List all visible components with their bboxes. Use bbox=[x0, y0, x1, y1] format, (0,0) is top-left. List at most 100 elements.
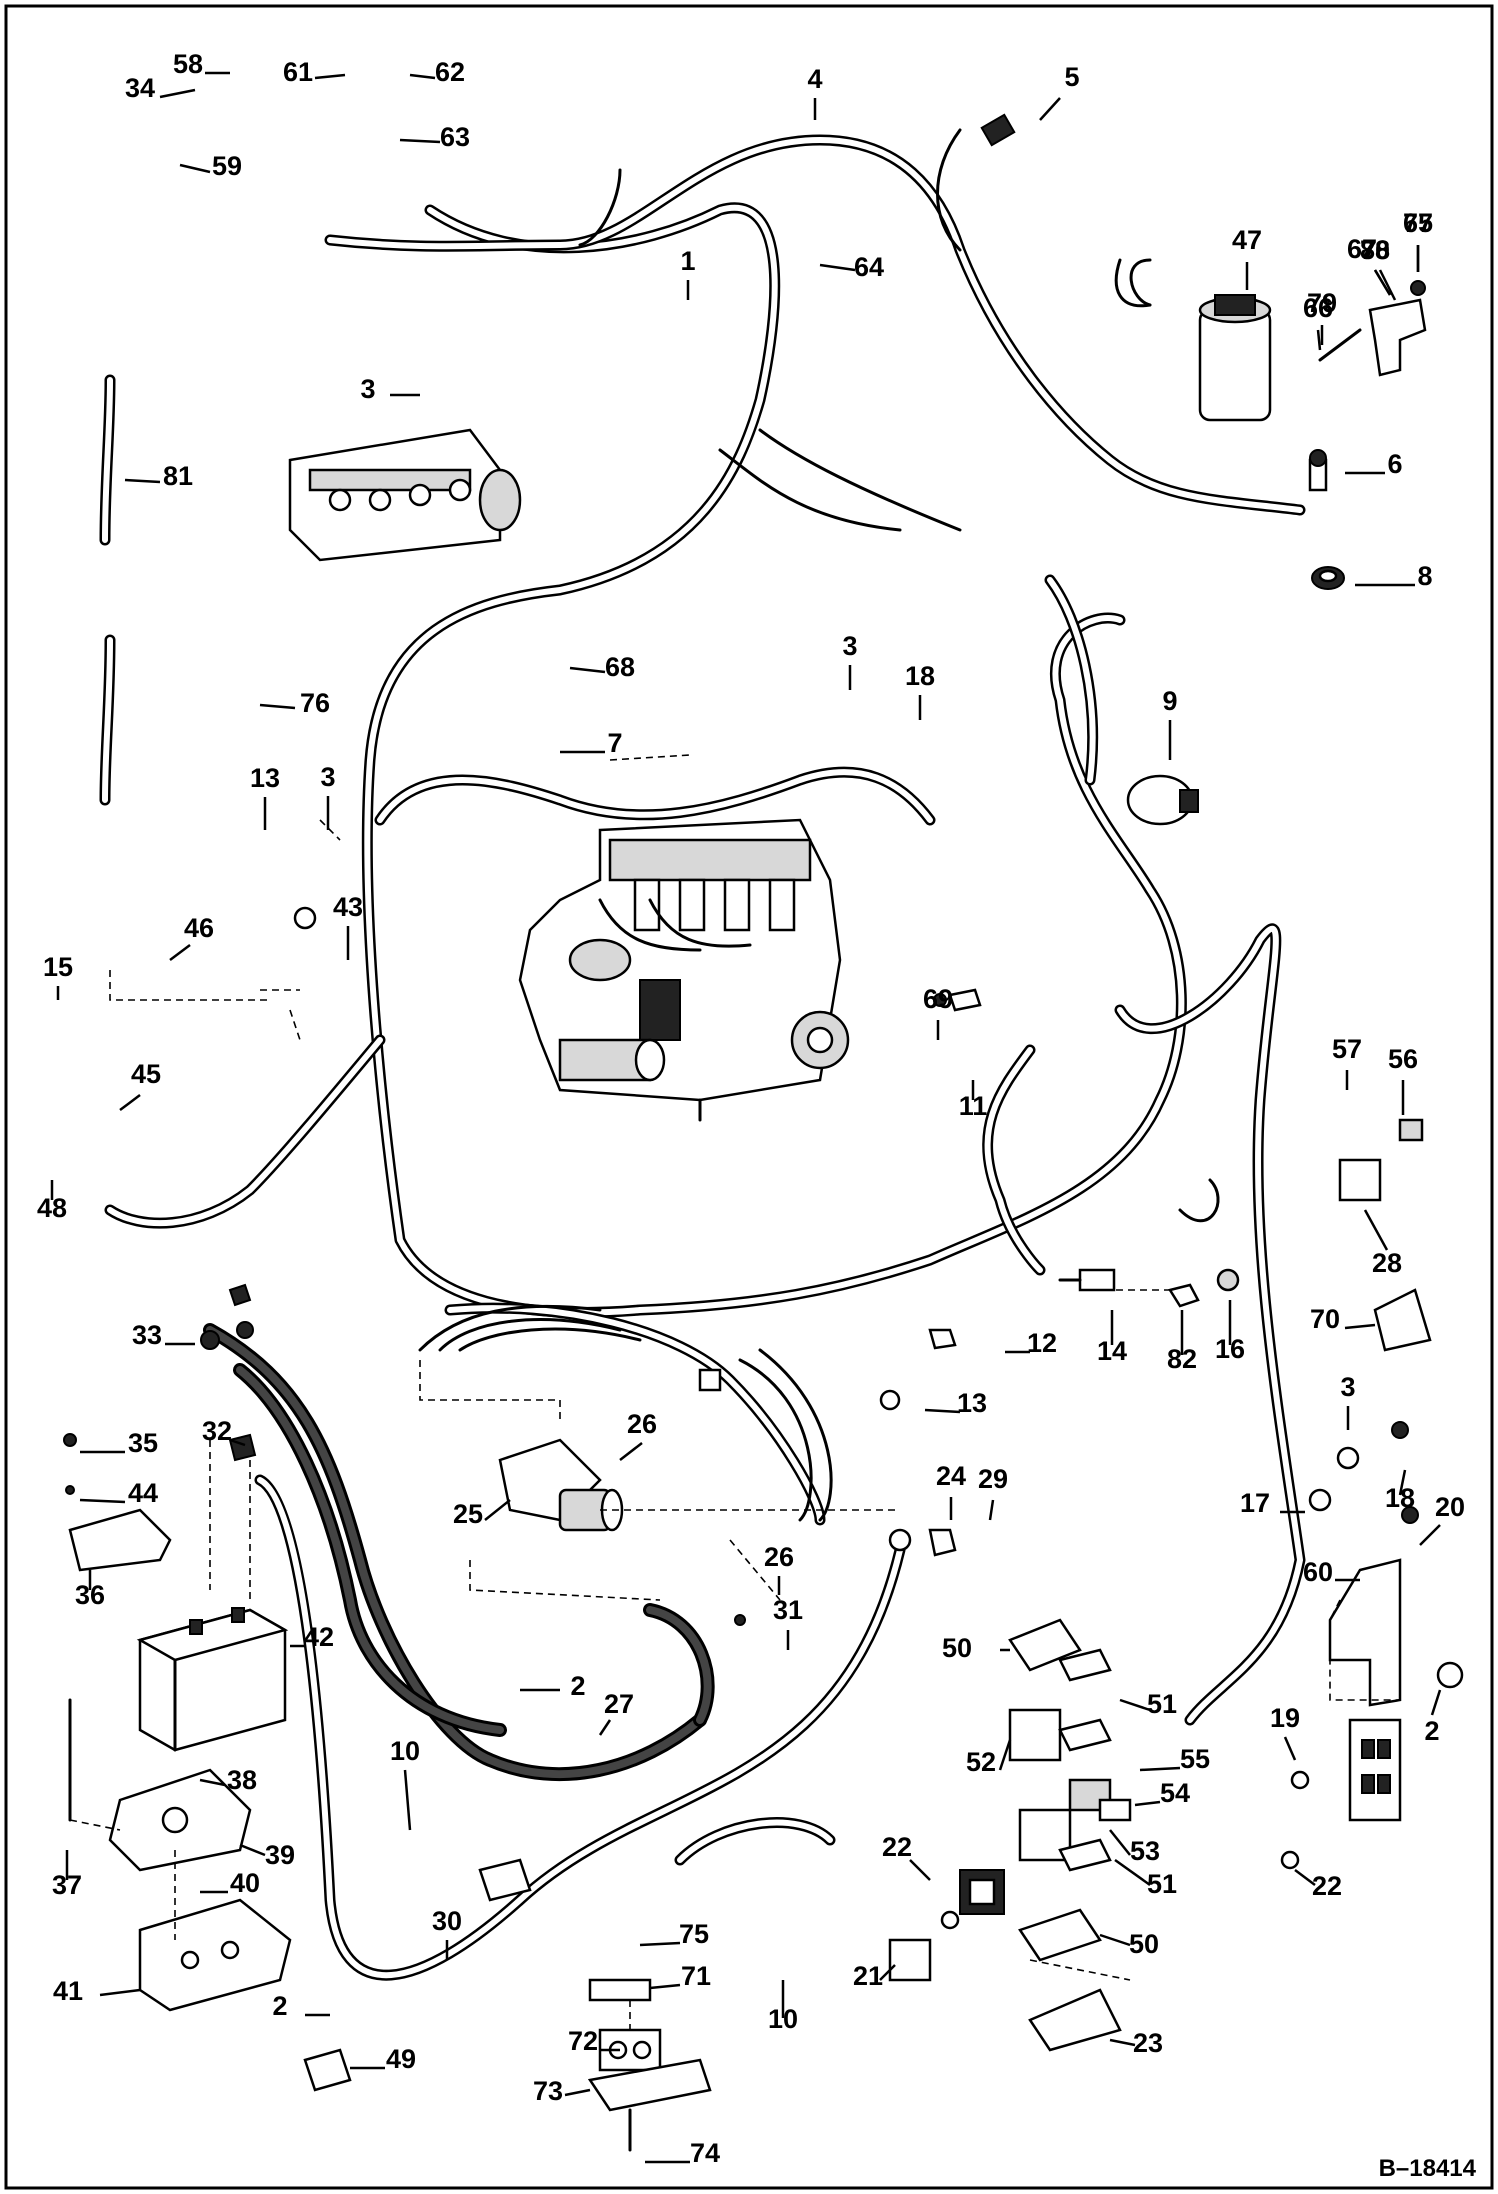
callout-label: 23 bbox=[1133, 2028, 1163, 2058]
callout-label: 76 bbox=[300, 688, 330, 718]
leader-line bbox=[1363, 1209, 1389, 1251]
callout-label: 22 bbox=[1312, 1871, 1342, 1901]
callout-label: 52 bbox=[966, 1747, 996, 1777]
leader-line bbox=[988, 1499, 995, 1521]
callout-50: 50 bbox=[1099, 1929, 1159, 1959]
callout-label: 43 bbox=[333, 892, 363, 922]
callout-52: 52 bbox=[966, 1739, 1012, 1777]
callout-58: 58 bbox=[173, 49, 230, 79]
callout-60: 60 bbox=[1303, 1557, 1360, 1587]
callout-2: 2 bbox=[520, 1671, 586, 1701]
leader-line bbox=[159, 88, 196, 99]
leader-line bbox=[909, 1859, 931, 1881]
callout-44: 44 bbox=[79, 1478, 158, 1508]
hydraulic-valve bbox=[288, 428, 522, 562]
callout-82: 82 bbox=[1167, 1310, 1197, 1374]
callout-59: 59 bbox=[179, 151, 242, 181]
callout-10: 10 bbox=[390, 1736, 420, 1831]
solenoid-9 bbox=[1126, 774, 1199, 826]
battery-tray-39 bbox=[108, 1768, 252, 1872]
sensor-5 bbox=[980, 113, 1016, 147]
callout-label: 50 bbox=[1129, 1929, 1159, 1959]
leader-line bbox=[564, 2088, 591, 2097]
callout-26: 26 bbox=[619, 1409, 657, 1461]
callout-81: 81 bbox=[124, 461, 193, 491]
callout-25: 25 bbox=[453, 1499, 511, 1529]
callout-label: 46 bbox=[184, 913, 214, 943]
callout-12: 12 bbox=[1005, 1328, 1057, 1358]
callout-label: 2 bbox=[570, 1671, 585, 1701]
hose-82 bbox=[1168, 1283, 1200, 1308]
callout-46: 46 bbox=[169, 913, 214, 961]
callout-label: 41 bbox=[53, 1976, 83, 2006]
callout-label: 36 bbox=[75, 1580, 105, 1610]
battery-cables bbox=[203, 1323, 715, 1782]
engine-block bbox=[518, 818, 850, 1122]
callout-34: 34 bbox=[125, 73, 196, 103]
callout-label: 1 bbox=[680, 246, 695, 276]
callout-label: 61 bbox=[283, 57, 313, 87]
callout-27: 27 bbox=[598, 1689, 634, 1736]
callout-label: 2 bbox=[1424, 1716, 1439, 1746]
callout-label: 11 bbox=[959, 1091, 988, 1121]
callout-label: 37 bbox=[52, 1870, 82, 1900]
callout-2: 2 bbox=[272, 1991, 330, 2021]
callout-label: 74 bbox=[690, 2138, 720, 2168]
leader-line bbox=[1099, 1933, 1131, 1947]
callout-23: 23 bbox=[1109, 2028, 1163, 2058]
relay-cluster bbox=[888, 1618, 1132, 2052]
leader-line bbox=[1419, 1524, 1441, 1546]
bracket-80 bbox=[1318, 280, 1427, 377]
callout-label: 27 bbox=[604, 1689, 634, 1719]
callout-69: 69 bbox=[923, 984, 953, 1040]
callout-62: 62 bbox=[409, 57, 465, 87]
leader-line bbox=[1119, 1698, 1151, 1712]
callout-label: 40 bbox=[230, 1868, 260, 1898]
callout-51: 51 bbox=[1119, 1689, 1177, 1719]
main-harness bbox=[99, 134, 1306, 1981]
sensor-14 bbox=[1058, 1268, 1116, 1292]
callout-label: 63 bbox=[440, 122, 470, 152]
callout-3: 3 bbox=[360, 374, 420, 404]
callout-50: 50 bbox=[942, 1633, 1010, 1663]
leader-line bbox=[399, 138, 441, 144]
callout-label: 78 bbox=[1360, 235, 1390, 265]
callout-label: 80 bbox=[1360, 235, 1390, 265]
callout-32: 32 bbox=[202, 1416, 246, 1447]
callout-48: 48 bbox=[37, 1180, 67, 1223]
leader-line bbox=[1316, 329, 1322, 351]
callout-74: 74 bbox=[645, 2138, 720, 2168]
callout-label: 82 bbox=[1167, 1344, 1197, 1374]
callout-label: 13 bbox=[250, 763, 280, 793]
relay-28 bbox=[1338, 1118, 1424, 1202]
leader-line bbox=[998, 1739, 1012, 1771]
callout-61: 61 bbox=[283, 57, 346, 87]
plate-41 bbox=[138, 1898, 292, 2012]
leader-line bbox=[229, 1438, 246, 1447]
callout-label: 6 bbox=[1387, 449, 1402, 479]
callout-13: 13 bbox=[250, 763, 280, 830]
callout-label: 25 bbox=[453, 1499, 483, 1529]
callout-63: 63 bbox=[399, 122, 470, 152]
callout-label: 2 bbox=[272, 1991, 287, 2021]
leader-line bbox=[314, 73, 346, 80]
callout-label: 22 bbox=[882, 1832, 912, 1862]
leader-line bbox=[169, 944, 191, 961]
leader-line bbox=[259, 703, 296, 710]
leader-line bbox=[1039, 97, 1061, 121]
callout-4: 4 bbox=[807, 64, 823, 120]
thin-wires bbox=[418, 128, 1220, 1522]
callout-31: 31 bbox=[773, 1595, 803, 1650]
callout-label: 30 bbox=[432, 1906, 462, 1936]
callout-22: 22 bbox=[1294, 1869, 1342, 1901]
callout-67: 67 bbox=[1347, 234, 1397, 301]
leader-line bbox=[1398, 1469, 1407, 1496]
callout-label: 4 bbox=[807, 64, 822, 94]
callout-label: 64 bbox=[854, 252, 884, 282]
callout-37: 37 bbox=[52, 1850, 82, 1900]
callout-label: 69 bbox=[923, 984, 953, 1014]
callout-41: 41 bbox=[53, 1976, 141, 2006]
leader-line bbox=[1109, 2038, 1136, 2047]
